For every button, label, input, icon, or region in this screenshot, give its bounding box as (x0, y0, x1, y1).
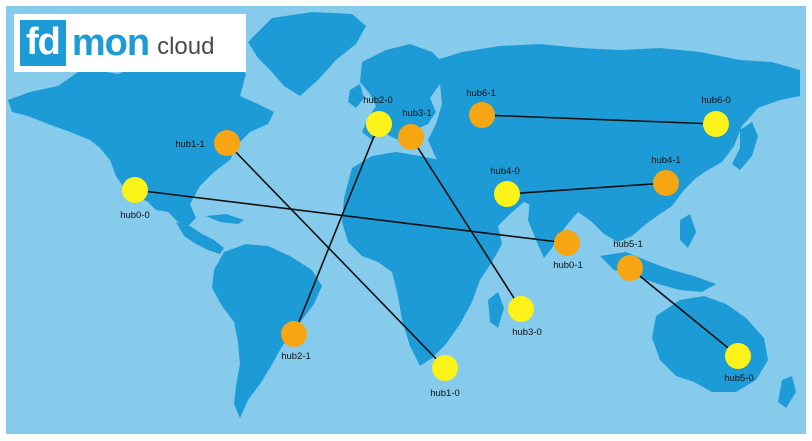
hub-label-hub6-0: hub6-0 (701, 95, 731, 106)
hub-marker-hub0-0[interactable] (122, 177, 148, 203)
british-isles-landmass (348, 84, 364, 108)
africa-landmass (342, 152, 502, 366)
hub-label-hub5-0: hub5-0 (724, 373, 754, 384)
hub-label-hub2-0: hub2-0 (363, 95, 393, 106)
hub-label-hub0-1: hub0-1 (553, 260, 583, 271)
central-america-landmass (176, 222, 224, 254)
hub-label-hub5-1: hub5-1 (613, 239, 643, 250)
link-hub0-0-hub0-1 (134, 189, 568, 244)
hub-label-hub0-0: hub0-0 (120, 210, 150, 221)
arabia-landmass (458, 176, 510, 230)
hub-marker-hub0-1[interactable] (554, 230, 580, 256)
hub-markers: hub0-0 hub0-1 hub1-0 hub1-1 hub2-0 hub2-1 hub3… (120, 88, 754, 399)
hub-marker-hub2-1[interactable] (281, 321, 307, 347)
india-landmass (528, 196, 566, 258)
hub-links (134, 114, 739, 369)
hub-label-hub1-0: hub1-0 (430, 388, 460, 399)
hub-marker-hub3-0[interactable] (508, 296, 534, 322)
hub-marker-hub3-1[interactable] (398, 124, 424, 150)
hub-label-hub6-1: hub6-1 (466, 88, 496, 99)
hub-label-hub4-0: hub4-0 (490, 166, 520, 177)
philippines-landmass (680, 214, 696, 248)
greenland-landmass (248, 12, 366, 96)
link-hub5-0-hub5-1 (629, 267, 739, 357)
hub-marker-hub4-0[interactable] (494, 181, 520, 207)
logo-suffix-text: cloud (157, 33, 215, 60)
north-america-landmass (8, 52, 274, 228)
link-hub2-0-hub2-1 (293, 123, 380, 335)
hub-marker-hub6-1[interactable] (469, 102, 495, 128)
new-zealand-landmass (778, 376, 796, 408)
hub-marker-hub5-0[interactable] (725, 343, 751, 369)
link-hub1-0-hub1-1 (226, 142, 446, 369)
link-hub3-0-hub3-1 (410, 136, 522, 310)
logo-brand-text: mon (71, 21, 150, 64)
hub-marker-hub6-0[interactable] (703, 111, 729, 137)
hub-label-hub4-1: hub4-1 (651, 155, 681, 166)
logo-fd-box: fd (20, 20, 66, 66)
hub-marker-hub4-1[interactable] (653, 170, 679, 196)
caribbean-landmass (206, 214, 244, 224)
hub-label-hub3-0: hub3-0 (512, 327, 542, 338)
hub-marker-hub2-0[interactable] (366, 111, 392, 137)
south-america-landmass (212, 244, 322, 418)
hub-label-hub2-1: hub2-1 (281, 351, 311, 362)
hub-marker-hub1-0[interactable] (432, 355, 458, 381)
link-hub6-0-hub6-1 (481, 114, 717, 125)
fdmon-cloud-logo: fd mon cloud (14, 14, 246, 72)
link-hub4-0-hub4-1 (506, 182, 667, 195)
hub-label-hub1-1: hub1-1 (175, 139, 205, 150)
hub-marker-hub1-1[interactable] (214, 130, 240, 156)
japan-landmass (732, 122, 758, 170)
hub-label-hub3-1: hub3-1 (402, 108, 432, 119)
hub-marker-hub5-1[interactable] (617, 255, 643, 281)
madagascar-landmass (488, 292, 504, 328)
